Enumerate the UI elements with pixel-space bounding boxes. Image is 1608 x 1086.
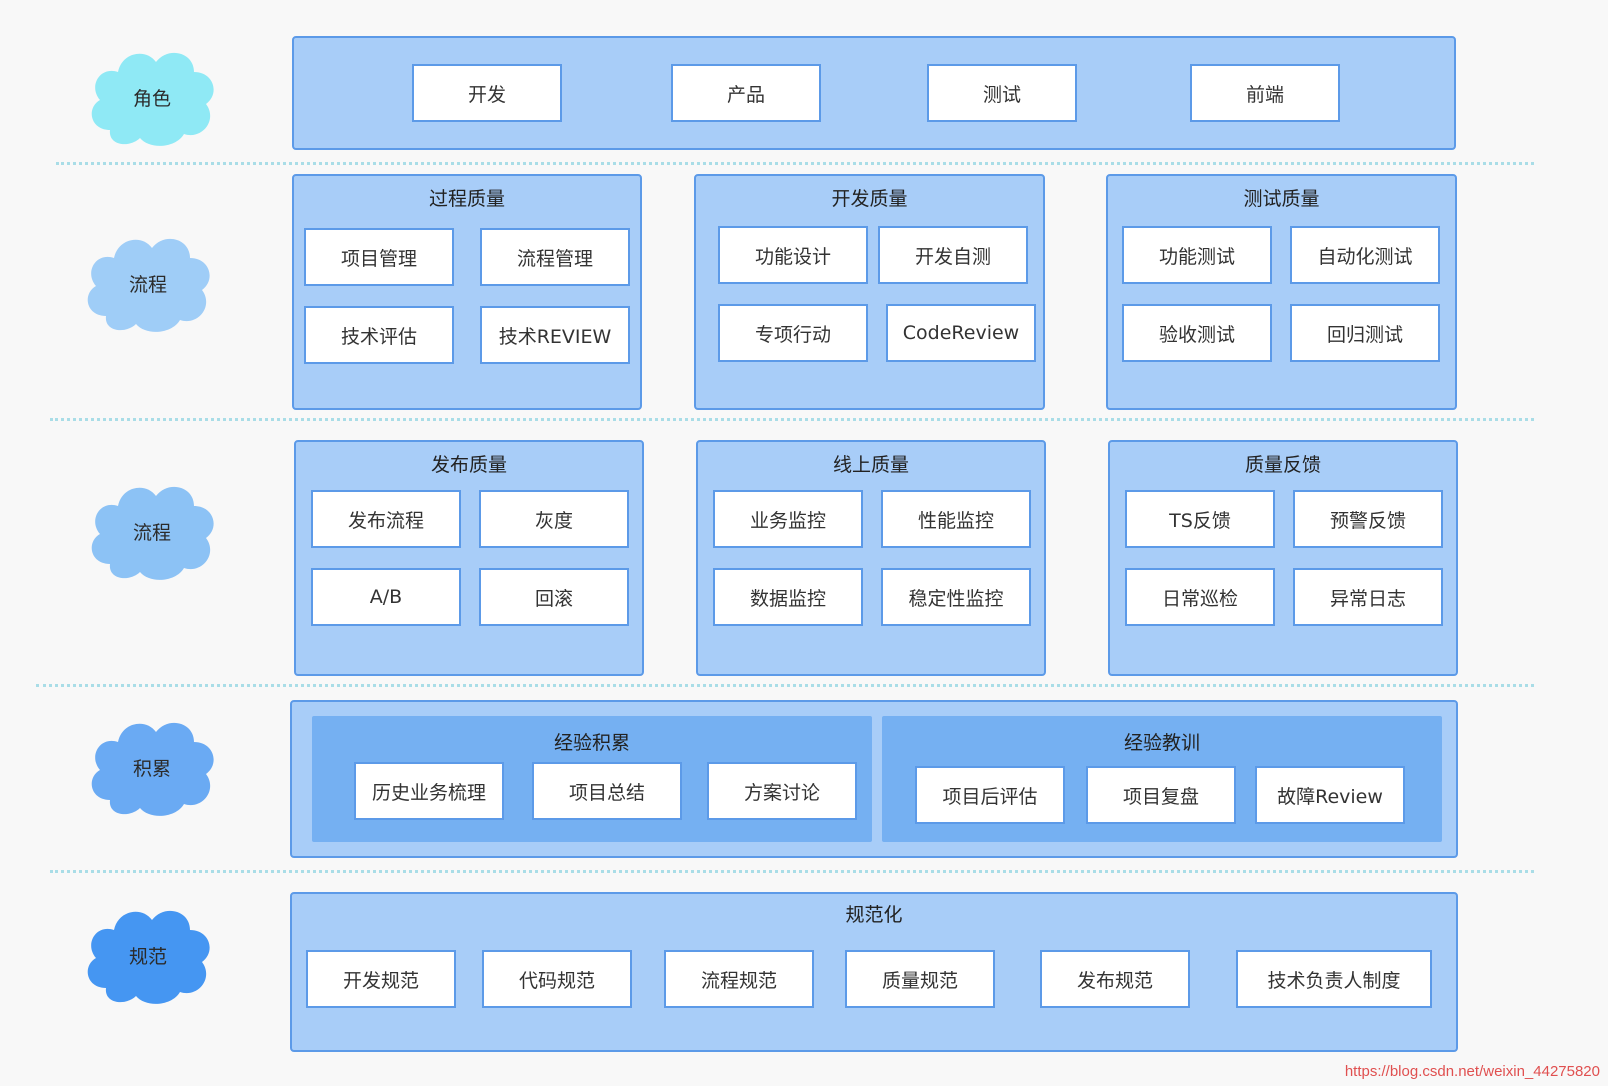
row-label-process-2: 流程: [132, 521, 171, 544]
panel-title: 质量反馈: [1244, 454, 1321, 476]
cloud-shape: [87, 910, 210, 1004]
item-box: 业务监控: [713, 490, 863, 548]
item-box: 性能监控: [881, 490, 1031, 548]
row-divider: [50, 418, 1534, 421]
row-label-accumulate: 积累: [132, 757, 171, 780]
cloud-shape: [91, 722, 214, 816]
watermark-url: https://blog.csdn.net/weixin_44275820: [1344, 1063, 1600, 1080]
item-box: 验收测试: [1122, 304, 1272, 362]
panel-title: 规范化: [845, 904, 903, 926]
item-box: 专项行动: [718, 304, 868, 362]
item-box: 流程管理: [480, 228, 630, 286]
online-quality-panel: 线上质量 业务监控 性能监控 数据监控 稳定性监控: [696, 440, 1046, 676]
item-box: 质量规范: [845, 950, 995, 1008]
item-box: 发布规范: [1040, 950, 1190, 1008]
lessons-group: 经验教训 项目后评估 项目复盘 故障Review: [882, 716, 1442, 842]
role-box: 开发: [412, 64, 562, 122]
item-box: A/B: [311, 568, 461, 626]
cloud-shape: [91, 486, 214, 580]
item-box: 回滚: [479, 568, 629, 626]
role-box: 产品: [671, 64, 821, 122]
item-box: 历史业务梳理: [354, 762, 504, 820]
test-quality-panel: 测试质量 功能测试 自动化测试 验收测试 回归测试: [1106, 174, 1457, 410]
panel-title: 过程质量: [428, 188, 505, 210]
item-box: 回归测试: [1290, 304, 1440, 362]
item-box: 稳定性监控: [881, 568, 1031, 626]
item-box: 项目管理: [304, 228, 454, 286]
role-box: 前端: [1190, 64, 1340, 122]
cloud-shape: [87, 238, 210, 332]
panel-title: 发布质量: [430, 454, 507, 476]
panel-title: 测试质量: [1243, 188, 1320, 210]
cloud-standard: 规范: [78, 900, 218, 1010]
item-box: 日常巡检: [1125, 568, 1275, 626]
cloud-process-1: 流程: [78, 228, 218, 338]
row-label-standard: 规范: [128, 945, 167, 968]
group-title: 经验教训: [1123, 732, 1200, 754]
cloud-accumulate: 积累: [82, 712, 222, 822]
group-title: 经验积累: [553, 732, 630, 754]
panel-title: 开发质量: [831, 188, 908, 210]
item-box: 异常日志: [1293, 568, 1443, 626]
item-box: TS反馈: [1125, 490, 1275, 548]
item-box: CodeReview: [886, 304, 1036, 362]
item-box: 预警反馈: [1293, 490, 1443, 548]
item-box: 方案讨论: [707, 762, 857, 820]
process-quality-panel: 过程质量 项目管理 流程管理 技术评估 技术REVIEW: [292, 174, 642, 410]
roles-panel: 开发 产品 测试 前端: [292, 36, 1456, 150]
item-box: 功能测试: [1122, 226, 1272, 284]
item-box: 开发自测: [878, 226, 1028, 284]
item-box: 灰度: [479, 490, 629, 548]
row-label-role: 角色: [132, 87, 171, 110]
item-box: 发布流程: [311, 490, 461, 548]
accumulate-panel: 经验积累 历史业务梳理 项目总结 方案讨论 经验教训 项目后评估 项目复盘 故障…: [290, 700, 1458, 858]
item-box: 数据监控: [713, 568, 863, 626]
cloud-shape: [91, 52, 214, 146]
row-divider: [50, 870, 1534, 873]
cloud-process-2: 流程: [82, 476, 222, 586]
item-box: 项目总结: [532, 762, 682, 820]
row-divider: [56, 162, 1534, 165]
row-divider: [36, 684, 1534, 687]
experience-group: 经验积累 历史业务梳理 项目总结 方案讨论: [312, 716, 872, 842]
item-box: 项目后评估: [915, 766, 1065, 824]
panel-title: 线上质量: [832, 454, 909, 476]
item-box: 技术REVIEW: [480, 306, 630, 364]
item-box: 代码规范: [482, 950, 632, 1008]
release-quality-panel: 发布质量 发布流程 灰度 A/B 回滚: [294, 440, 644, 676]
item-box: 技术评估: [304, 306, 454, 364]
item-box: 自动化测试: [1290, 226, 1440, 284]
quality-feedback-panel: 质量反馈 TS反馈 预警反馈 日常巡检 异常日志: [1108, 440, 1458, 676]
item-box: 流程规范: [664, 950, 814, 1008]
item-box: 技术负责人制度: [1236, 950, 1432, 1008]
role-box: 测试: [927, 64, 1077, 122]
dev-quality-panel: 开发质量 功能设计 开发自测 专项行动 CodeReview: [694, 174, 1045, 410]
standard-panel: 规范化 开发规范 代码规范 流程规范 质量规范 发布规范 技术负责人制度: [290, 892, 1458, 1052]
item-box: 项目复盘: [1086, 766, 1236, 824]
item-box: 故障Review: [1255, 766, 1405, 824]
cloud-role: 角色: [82, 42, 222, 152]
item-box: 开发规范: [306, 950, 456, 1008]
item-box: 功能设计: [718, 226, 868, 284]
row-label-process-1: 流程: [128, 273, 167, 296]
